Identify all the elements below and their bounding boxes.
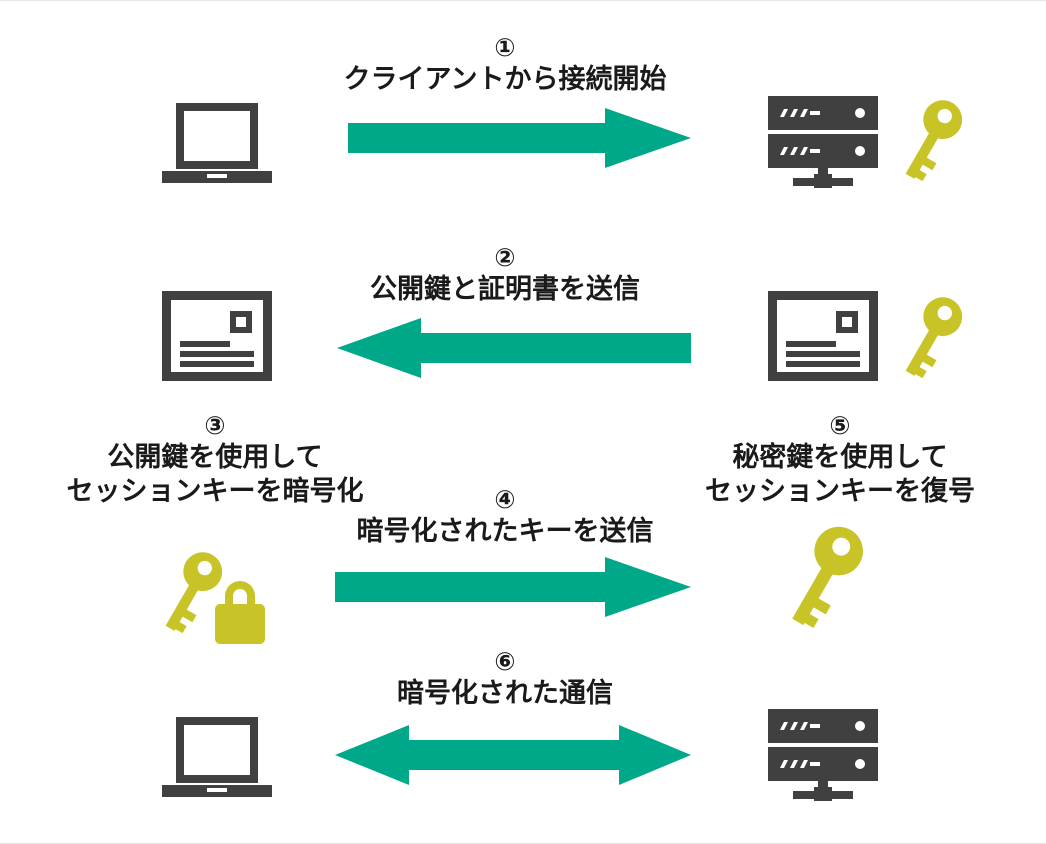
laptop-icon bbox=[162, 717, 272, 797]
key-icon bbox=[900, 291, 962, 383]
step-4-text: 暗号化されたキーを送信 bbox=[356, 516, 654, 547]
step-6-text: 暗号化された通信 bbox=[397, 678, 613, 709]
arrow-right-connect bbox=[348, 108, 691, 168]
step-2-text: 公開鍵と証明書を送信 bbox=[370, 274, 640, 305]
step-5-line-1: 秘密鍵を使用して bbox=[732, 442, 948, 473]
key-icon bbox=[900, 94, 962, 186]
step-3-label: ③ 公開鍵を使用して セッションキーを暗号化 bbox=[30, 411, 400, 509]
certificate-icon bbox=[162, 291, 272, 381]
key-icon bbox=[785, 519, 863, 634]
step-3-number: ③ bbox=[204, 411, 226, 440]
laptop-icon bbox=[162, 103, 272, 183]
step-5-label: ⑤ 秘密鍵を使用して セッションキーを復号 bbox=[660, 411, 1020, 509]
step-4-number: ④ bbox=[494, 485, 516, 514]
step-1-label: ① クライアントから接続開始 bbox=[300, 33, 710, 97]
step-2-label: ② 公開鍵と証明書を送信 bbox=[300, 243, 710, 307]
step-2-number: ② bbox=[494, 243, 516, 272]
arrow-left-certificate bbox=[337, 318, 691, 378]
step-1-number: ① bbox=[494, 33, 516, 62]
padlock-icon bbox=[213, 578, 267, 644]
arrow-bidirectional-communication bbox=[335, 725, 691, 785]
step-5-number: ⑤ bbox=[829, 411, 851, 440]
step-3-line-2: セッションキーを暗号化 bbox=[66, 476, 364, 507]
step-3-line-1: 公開鍵を使用して bbox=[107, 442, 323, 473]
server-icon bbox=[768, 709, 878, 801]
certificate-icon bbox=[768, 291, 878, 381]
step-1-text: クライアントから接続開始 bbox=[343, 64, 667, 95]
server-icon bbox=[768, 96, 878, 188]
step-5-line-2: セッションキーを復号 bbox=[705, 476, 975, 507]
step-6-label: ⑥ 暗号化された通信 bbox=[300, 647, 710, 711]
step-4-label: ④ 暗号化されたキーを送信 bbox=[300, 485, 710, 549]
arrow-right-encrypted-key bbox=[335, 557, 691, 617]
step-6-number: ⑥ bbox=[494, 647, 516, 676]
